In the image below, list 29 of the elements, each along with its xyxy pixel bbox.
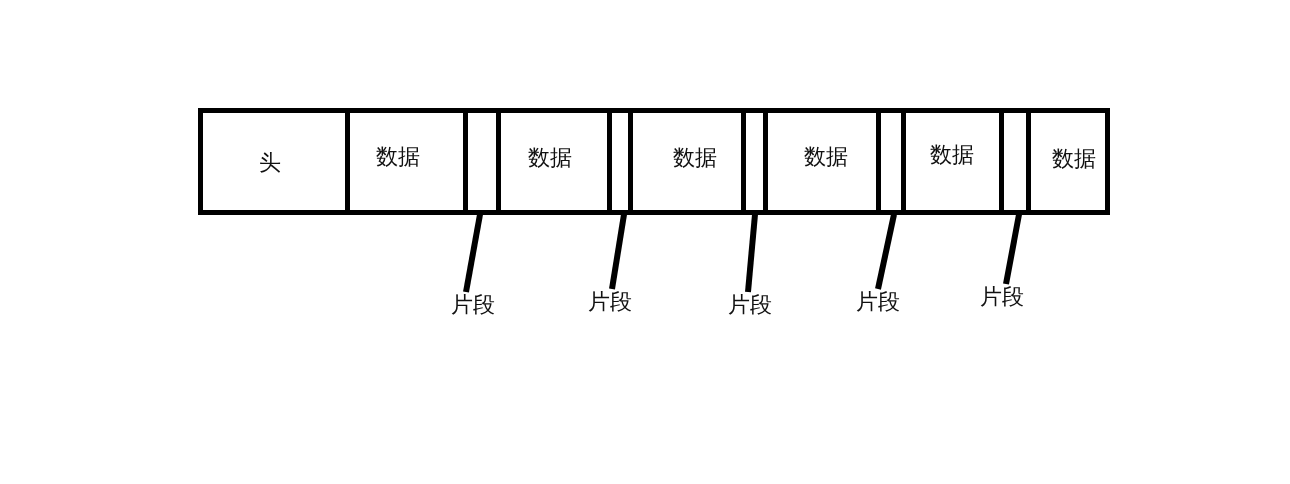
leader-line <box>1003 213 1022 285</box>
data-segment <box>762 107 876 215</box>
fragment-label: 片段 <box>728 292 772 318</box>
data-segment <box>900 107 999 215</box>
data-segment <box>495 107 607 215</box>
leader-line <box>745 214 758 293</box>
gap-segment <box>606 107 628 215</box>
data-segment <box>1025 107 1110 215</box>
gap-segment <box>998 107 1026 215</box>
data-label: 数据 <box>672 145 717 171</box>
fragment-label: 片段 <box>856 289 900 315</box>
gap-segment <box>462 107 496 215</box>
data-segment <box>344 107 463 215</box>
leader-line <box>609 214 627 290</box>
gap-segment <box>875 107 901 215</box>
data-label: 数据 <box>930 142 974 168</box>
fragment-label: 片段 <box>980 284 1024 310</box>
data-label: 数据 <box>1051 146 1096 172</box>
data-label: 数据 <box>803 144 848 170</box>
data-segment <box>627 107 741 215</box>
data-label: 数据 <box>527 145 572 171</box>
fragment-label: 片段 <box>588 289 632 315</box>
header-label: 头 <box>258 150 281 176</box>
header-segment <box>197 107 345 215</box>
data-label: 数据 <box>376 144 420 170</box>
leader-line <box>875 213 897 290</box>
fragment-label: 片段 <box>451 292 495 318</box>
gap-segment <box>740 107 763 215</box>
leader-line <box>463 213 483 293</box>
